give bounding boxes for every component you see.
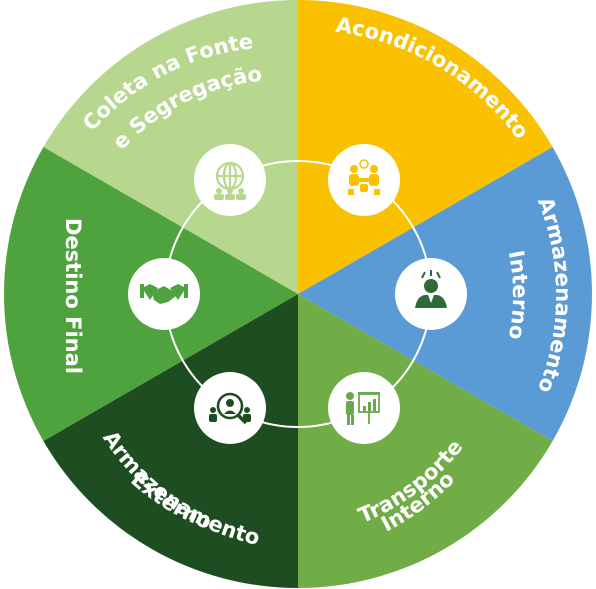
- segment-coleta: [43, 0, 299, 294]
- label-destino-final: Destino Final: [61, 218, 85, 374]
- segments: [4, 0, 592, 588]
- team-meeting-icon: [328, 144, 400, 216]
- segment-transporte-interno: [298, 294, 553, 588]
- segment-armazenamento-externo: [43, 294, 299, 588]
- magnifier-people-icon: [194, 372, 266, 444]
- segment-acondicionamento: [298, 0, 553, 294]
- globe-people-icon: [194, 144, 266, 216]
- handshake-icon: [128, 258, 200, 330]
- icon-discs: [128, 144, 467, 444]
- businessman-icon: [395, 258, 467, 330]
- presentation-chart-icon: [328, 372, 400, 444]
